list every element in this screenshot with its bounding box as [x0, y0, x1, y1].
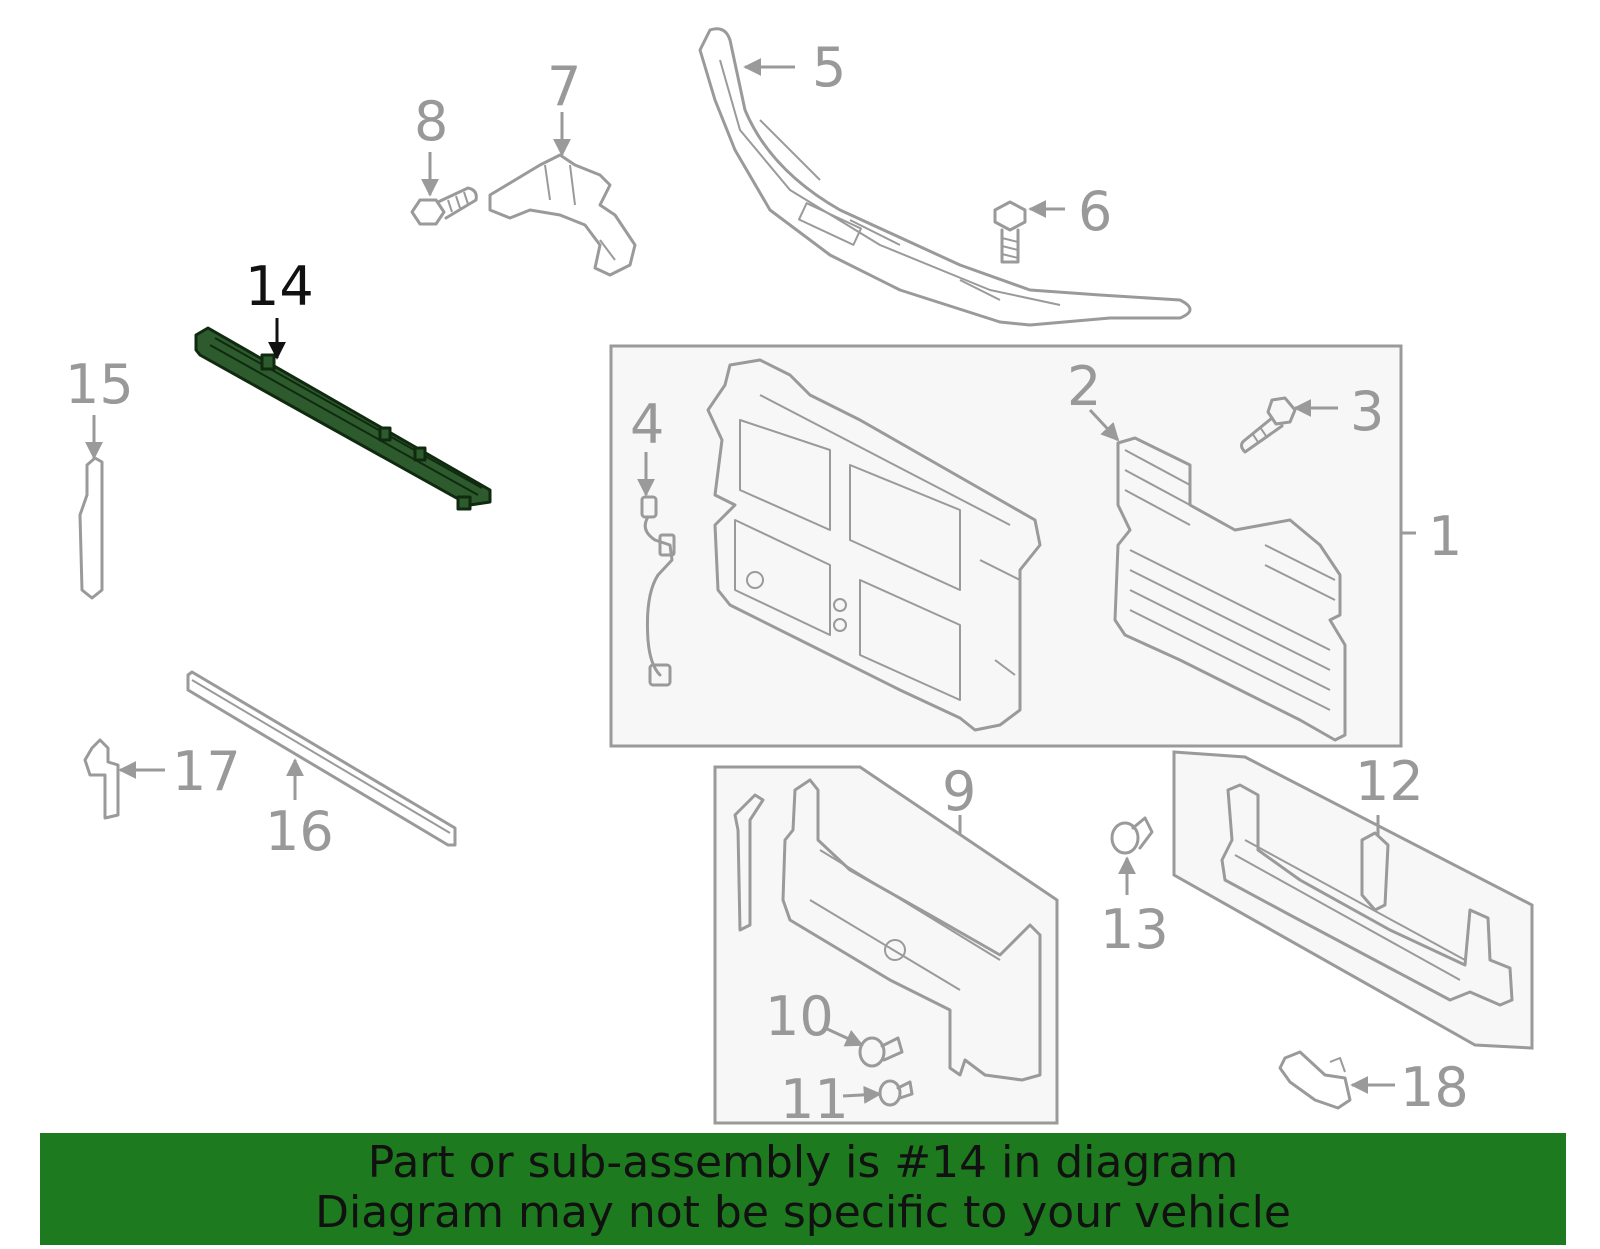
callout-13: 13 [1100, 898, 1169, 961]
callout-10: 10 [765, 985, 834, 1048]
callout-3: 3 [1350, 380, 1384, 443]
part-2-active-grille-shutter [1113, 436, 1347, 742]
part-8-bolt [410, 186, 478, 226]
callout-6: 6 [1078, 180, 1112, 243]
callout-16: 16 [265, 800, 334, 863]
callout-1: 1 [1428, 505, 1462, 568]
part-6-bolt [993, 200, 1027, 264]
part-3-bolt [1240, 396, 1297, 454]
callout-8: 8 [414, 90, 448, 153]
part-5-upper-tie-bar [698, 27, 1192, 327]
callout-12: 12 [1355, 750, 1424, 813]
part-18-sensor [1278, 1050, 1352, 1110]
part-17-clip [83, 738, 120, 820]
part-7-bracket [488, 153, 637, 277]
callout-15: 15 [65, 353, 134, 416]
part-14-deflector-highlighted [194, 326, 492, 511]
callout-2: 2 [1067, 355, 1101, 418]
callout-18: 18 [1400, 1056, 1469, 1119]
callout-7: 7 [547, 55, 581, 118]
callout-14: 14 [245, 255, 314, 318]
callout-11: 11 [780, 1068, 849, 1131]
info-banner: Part or sub-assembly is #14 in diagram D… [40, 1133, 1566, 1245]
callout-17: 17 [172, 740, 241, 803]
banner-line-1: Part or sub-assembly is #14 in diagram [367, 1137, 1239, 1188]
callout-9: 9 [942, 760, 976, 823]
part-10-push-pin [858, 1036, 904, 1068]
part-12-lower-deflector [1220, 783, 1514, 1007]
part-9-lower-support [733, 778, 1042, 1082]
part-16-seal-strip [186, 670, 457, 847]
part-15-side-seal [78, 456, 104, 600]
part-4-harness [640, 495, 676, 687]
callout-4: 4 [630, 393, 664, 456]
part-1-radiator-support [706, 358, 1042, 732]
banner-line-2: Diagram may not be specific to your vehi… [315, 1187, 1291, 1238]
callout-5: 5 [812, 36, 846, 99]
part-13-clip [1110, 816, 1154, 855]
